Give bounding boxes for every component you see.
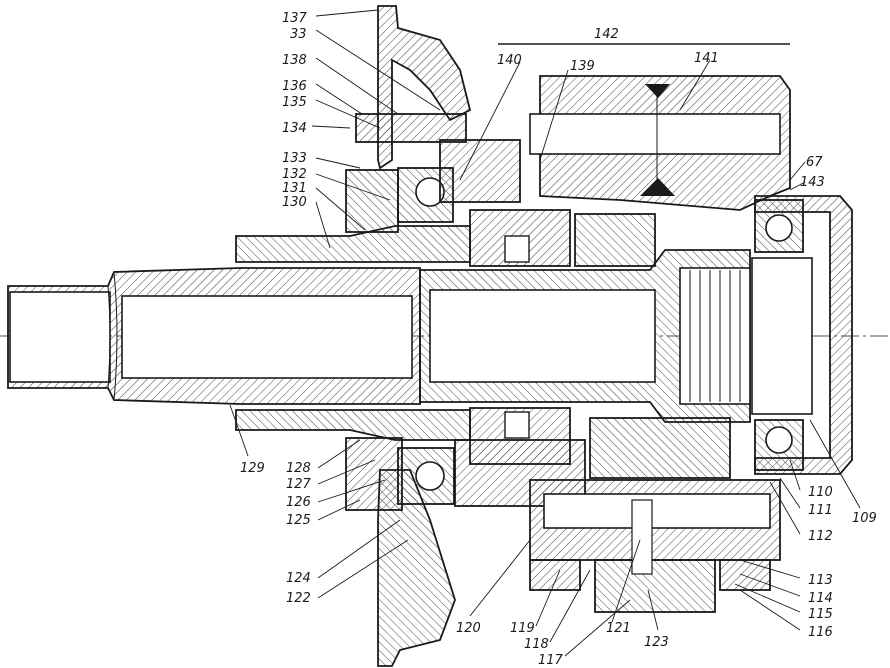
label-133: 133 <box>282 151 307 166</box>
label-109: 109 <box>852 511 877 526</box>
label-33: 33 <box>290 27 307 42</box>
label-138: 138 <box>282 53 307 68</box>
label-112: 112 <box>808 529 833 544</box>
label-135: 135 <box>282 95 307 110</box>
label-142: 142 <box>594 27 619 42</box>
label-114: 114 <box>808 591 833 606</box>
label-129: 129 <box>240 461 265 476</box>
label-113: 113 <box>808 573 833 588</box>
label-128: 128 <box>286 461 311 476</box>
gear-141 <box>529 75 791 211</box>
label-139: 139 <box>570 59 595 74</box>
label-122: 122 <box>286 591 311 606</box>
label-123: 123 <box>644 635 669 650</box>
label-130: 130 <box>282 195 307 210</box>
label-127: 127 <box>286 477 312 492</box>
label-126: 126 <box>286 495 311 510</box>
label-120: 120 <box>456 621 481 636</box>
label-118: 118 <box>524 637 549 652</box>
label-131: 131 <box>282 181 307 196</box>
label-125: 125 <box>286 513 311 528</box>
label-116: 116 <box>808 625 833 640</box>
label-136: 136 <box>282 79 307 94</box>
label-140: 140 <box>497 53 522 68</box>
label-110: 110 <box>808 485 833 500</box>
label-119: 119 <box>510 621 535 636</box>
bearing-109 <box>754 199 804 471</box>
label-134: 134 <box>282 121 307 136</box>
label-111: 111 <box>808 503 833 518</box>
label-132: 132 <box>282 167 307 182</box>
intermediate-gear-set <box>469 209 731 479</box>
output-shaft <box>7 267 421 405</box>
label-137: 137 <box>282 11 308 26</box>
central-shaft <box>419 249 751 423</box>
label-121: 121 <box>606 621 631 636</box>
label-143: 143 <box>800 175 825 190</box>
label-117: 117 <box>538 653 564 668</box>
label-67: 67 <box>806 155 823 170</box>
countershaft <box>529 479 781 613</box>
bearing-upper-left <box>345 113 521 233</box>
label-124: 124 <box>286 571 311 586</box>
label-141: 141 <box>694 51 719 66</box>
leader-lines <box>229 9 861 657</box>
label-115: 115 <box>808 607 833 622</box>
right-housing <box>751 195 853 475</box>
